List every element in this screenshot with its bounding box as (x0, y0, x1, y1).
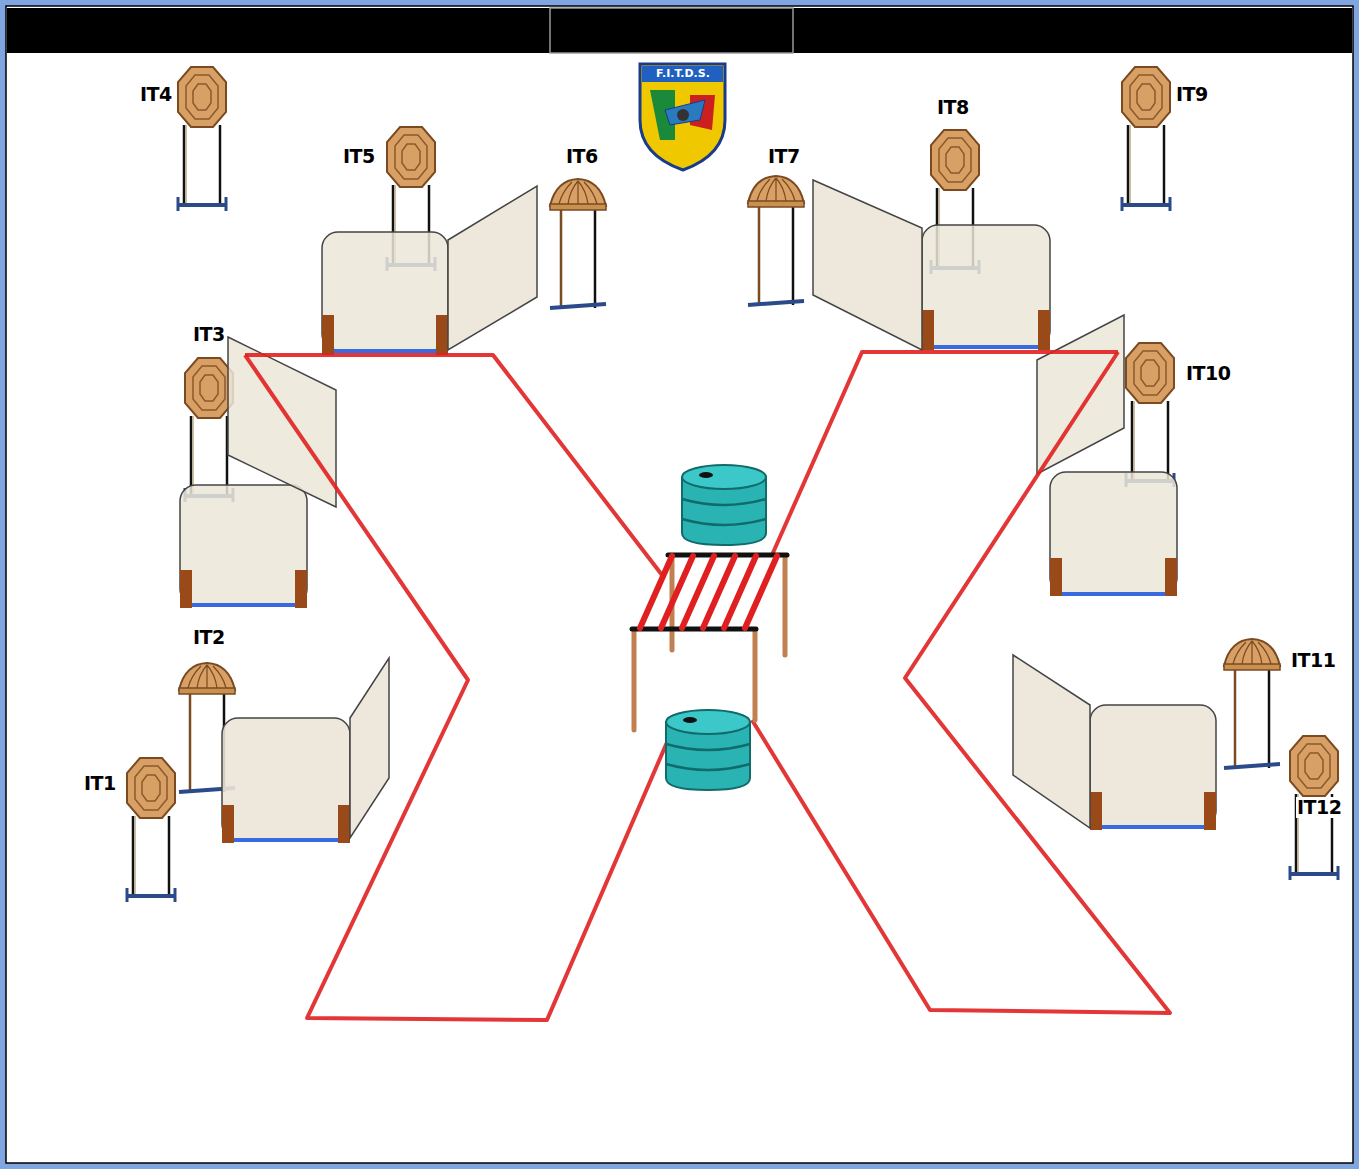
target-label: IT3 (193, 324, 225, 345)
target-label: IT7 (768, 146, 800, 167)
target-label: IT11 (1291, 650, 1335, 671)
target-label: IT2 (193, 627, 225, 648)
target-label: IT4 (140, 84, 172, 105)
target-label: IT1 (84, 773, 116, 794)
target-label: IT8 (937, 97, 969, 118)
target-label: IT12 (1296, 797, 1342, 818)
target-label: IT5 (343, 146, 375, 167)
target-label: IT9 (1176, 84, 1208, 105)
target-label: IT10 (1186, 363, 1230, 384)
logo-text: F.I.T.D.S. (656, 68, 710, 80)
target-label: IT6 (566, 146, 598, 167)
